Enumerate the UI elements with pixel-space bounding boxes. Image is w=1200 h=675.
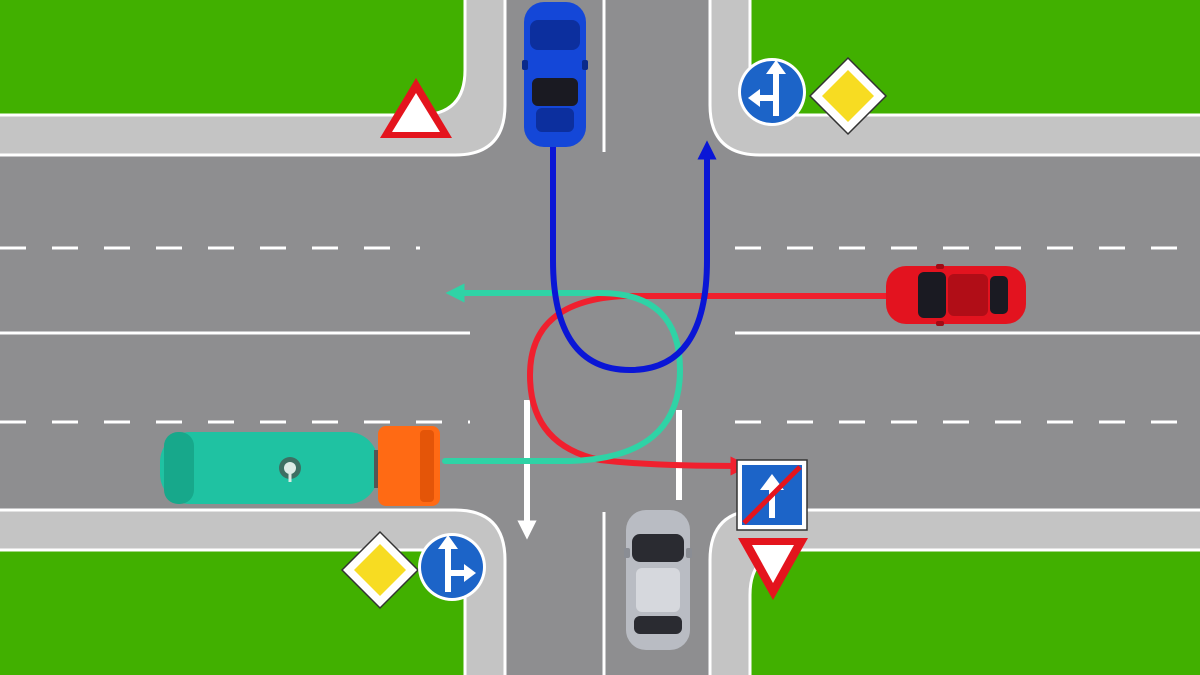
tanker-truck-icon xyxy=(160,426,440,506)
give-way-triangle-icon xyxy=(380,78,452,138)
end-of-one-way-icon xyxy=(736,459,808,531)
teal-path xyxy=(442,283,684,464)
priority-road-diamond-icon xyxy=(808,56,888,136)
red-path xyxy=(526,293,893,476)
blue-path xyxy=(550,137,717,374)
white-path xyxy=(517,400,682,540)
straight-or-right-arrow-icon xyxy=(418,533,486,601)
priority-road-diamond-icon xyxy=(340,530,420,610)
silver-car-icon xyxy=(624,510,692,650)
straight-or-left-arrow-icon xyxy=(738,58,806,126)
red-car-icon xyxy=(886,264,1026,326)
yield-triangle-icon xyxy=(738,538,808,600)
blue-car-icon xyxy=(522,2,588,147)
